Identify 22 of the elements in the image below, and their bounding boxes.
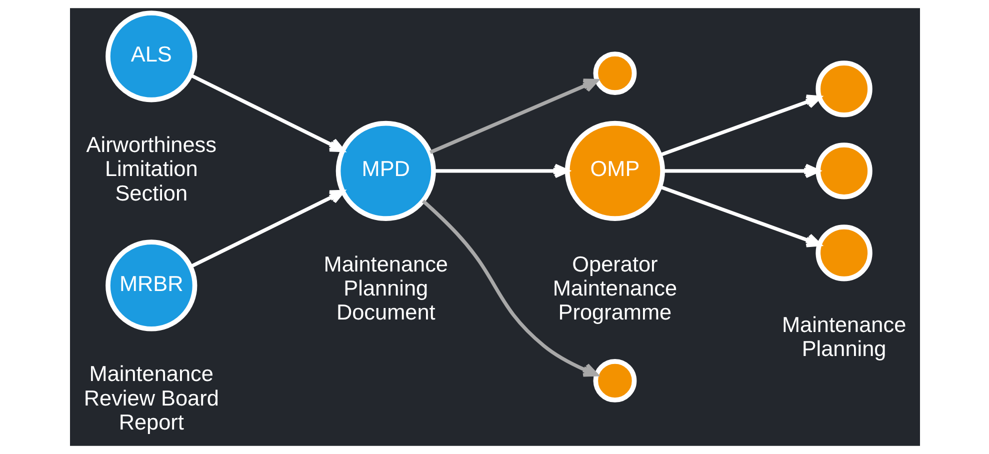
node-circle [815,142,872,200]
arrow [190,190,344,268]
arrow [190,74,344,152]
node-label: Operator Maintenance Programme [552,251,677,325]
node-circle: MRBR [105,240,197,332]
node-circle: OMP [564,120,664,221]
node-circle [592,52,636,95]
arrow [659,185,821,248]
node-circle: MPD [335,120,436,221]
node-circle [815,224,872,282]
node-label: Maintenance Planning Document [323,251,448,325]
node-circle [592,359,636,402]
arrow [434,164,569,178]
arrow [659,94,821,157]
arrow [429,78,598,154]
arrow [421,200,598,377]
node-label: Maintenance Review Board Report [83,361,218,434]
arrow [662,164,820,178]
label: Maintenance Planning [781,312,906,361]
node-circle [815,60,872,118]
node-circle: ALS [105,10,197,102]
node-label: Airworthiness Limitation Section [86,132,216,206]
